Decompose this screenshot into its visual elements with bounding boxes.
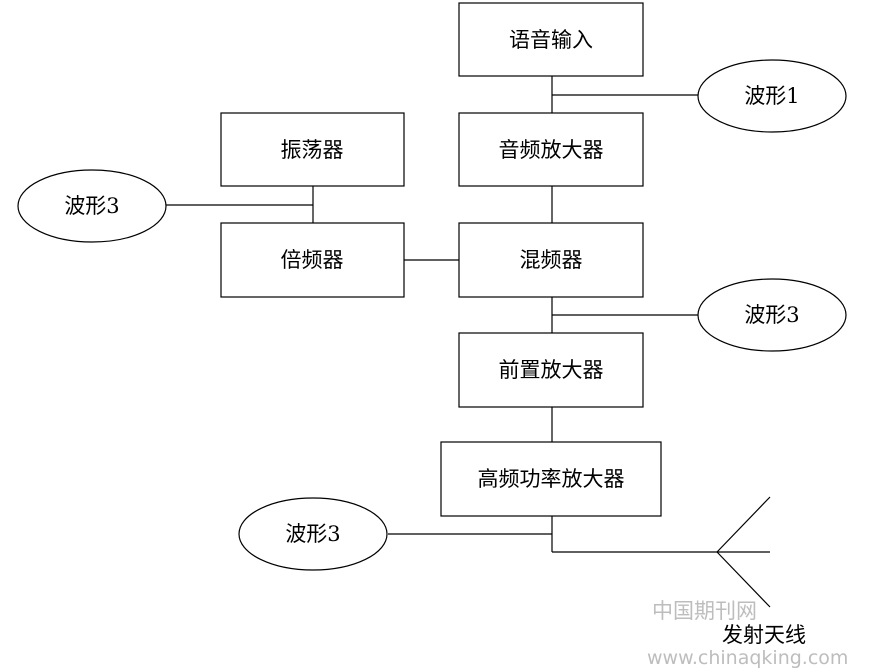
watermark-url: www.chinaqking.com <box>647 647 848 668</box>
antenna-label: 发射天线 <box>722 623 806 647</box>
antenna-upper-arm <box>716 496 771 553</box>
antenna-lower-arm <box>716 551 771 608</box>
mixer-label: 混频器 <box>520 248 583 272</box>
preamplifier-block <box>458 332 644 408</box>
waveform3-output-label: 波形3 <box>285 522 340 546</box>
waveform3-mixer-ellipse <box>697 278 847 352</box>
waveform3-left-ellipse <box>17 169 167 243</box>
audio-amplifier-block <box>458 112 644 187</box>
preamplifier-label: 前置放大器 <box>499 358 604 382</box>
waveform3-left-label: 波形3 <box>64 194 119 218</box>
oscillator-block <box>220 112 405 187</box>
voice-input-label: 语音输入 <box>509 28 593 52</box>
waveform3-mixer-label: 波形3 <box>744 303 799 327</box>
oscillator-label: 振荡器 <box>281 138 344 162</box>
frequency-multiplier-block <box>220 222 405 298</box>
waveform1-label: 波形1 <box>744 84 799 108</box>
watermark-chinese: 中国期刊网 <box>652 599 757 623</box>
frequency-multiplier-label: 倍频器 <box>281 248 344 272</box>
audio-amplifier-label: 音频放大器 <box>499 138 604 162</box>
waveform3-output-ellipse <box>238 497 388 571</box>
mixer-block <box>458 222 644 298</box>
rf-power-amplifier-label: 高频功率放大器 <box>478 467 625 491</box>
voice-input-block <box>458 2 644 77</box>
rf-power-amplifier-block <box>440 441 662 517</box>
waveform1-ellipse <box>697 59 847 133</box>
